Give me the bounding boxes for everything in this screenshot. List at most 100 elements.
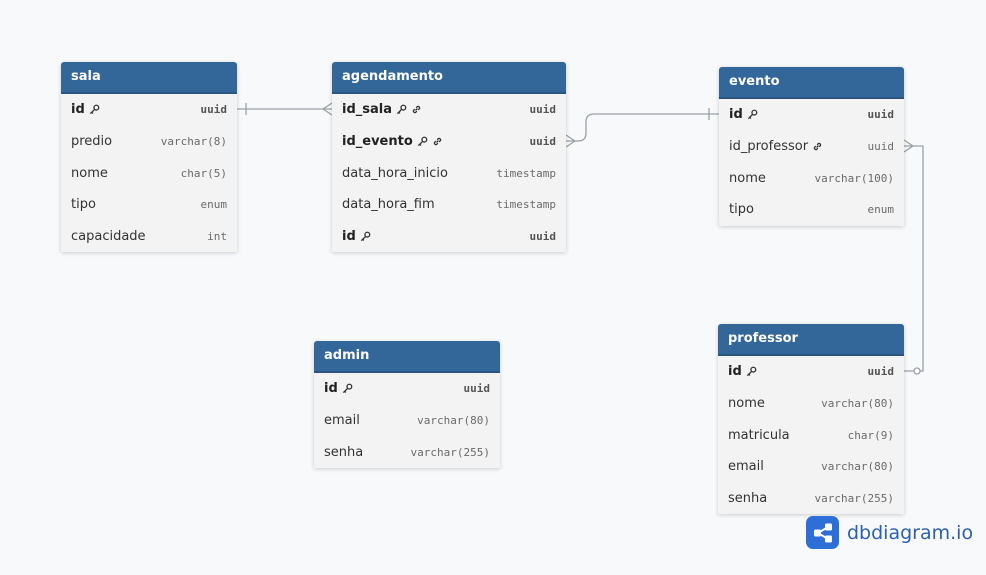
- link-icon: [411, 104, 422, 115]
- field-row[interactable]: id uuid: [61, 94, 237, 126]
- field-row[interactable]: predio varchar(8): [61, 126, 237, 158]
- field-type: timestamp: [496, 198, 556, 212]
- field-type: varchar(255): [814, 492, 894, 506]
- field-row[interactable]: id_professor uuid: [719, 131, 904, 163]
- field-type: varchar(80): [417, 414, 490, 428]
- field-row[interactable]: senha varchar(255): [314, 436, 500, 468]
- field-label: id: [342, 229, 356, 245]
- relation-agendamento-evento[interactable]: [565, 108, 719, 148]
- field-name: nome: [728, 396, 765, 412]
- field-name: nome: [729, 170, 766, 186]
- field-name: id: [71, 102, 201, 117]
- field-name: id_evento: [342, 134, 530, 149]
- field-name: email: [728, 459, 764, 475]
- table-agendamento[interactable]: agendamento id_sala uuid id_evento uuid …: [332, 62, 566, 253]
- key-icon: [747, 109, 758, 120]
- table-header[interactable]: professor: [718, 324, 904, 356]
- link-icon: [432, 136, 443, 147]
- field-row[interactable]: nome varchar(80): [718, 388, 904, 420]
- table-header[interactable]: admin: [314, 341, 500, 373]
- table-evento[interactable]: evento id uuid id_professor uuid nome va…: [719, 67, 904, 226]
- field-label: id: [728, 364, 742, 380]
- table-professor[interactable]: professor id uuid nome varchar(80) matri…: [718, 324, 904, 515]
- field-row[interactable]: capacidade int: [61, 221, 237, 253]
- field-name: capacidade: [71, 229, 146, 245]
- key-icon: [417, 136, 428, 147]
- field-row[interactable]: email varchar(80): [314, 405, 500, 437]
- brand-watermark[interactable]: dbdiagram.io: [806, 516, 973, 549]
- field-row[interactable]: senha varchar(255): [718, 483, 904, 515]
- table-header[interactable]: agendamento: [332, 62, 566, 94]
- field-name: email: [324, 413, 360, 429]
- brand-name: dbdiagram.io: [847, 521, 974, 544]
- field-row[interactable]: data_hora_inicio timestamp: [332, 157, 566, 189]
- field-name: id_professor: [729, 139, 868, 154]
- key-icon: [89, 104, 100, 115]
- field-type: varchar(255): [410, 445, 490, 459]
- field-name: nome: [71, 165, 108, 181]
- key-icon: [396, 104, 407, 115]
- key-icon: [360, 231, 371, 242]
- relation-evento-professor[interactable]: [903, 139, 924, 375]
- field-type: int: [207, 230, 227, 244]
- field-name: tipo: [71, 197, 96, 213]
- field-row[interactable]: data_hora_fim timestamp: [332, 189, 566, 221]
- field-type: uuid: [529, 135, 557, 149]
- field-type: varchar(80): [821, 460, 894, 474]
- field-type: uuid: [867, 140, 895, 154]
- field-row[interactable]: matricula char(9): [718, 419, 904, 451]
- field-name: id: [324, 381, 464, 396]
- field-row[interactable]: id_evento uuid: [332, 126, 566, 158]
- field-name: id_sala: [342, 102, 530, 117]
- field-row[interactable]: nome varchar(100): [719, 162, 904, 194]
- table-sala[interactable]: sala id uuid predio varchar(8) nome char…: [61, 62, 237, 253]
- field-row[interactable]: id uuid: [314, 373, 500, 405]
- field-row[interactable]: tipo enum: [719, 194, 904, 226]
- field-type: timestamp: [496, 166, 556, 180]
- field-label: id_sala: [342, 102, 393, 118]
- field-type: varchar(80): [821, 397, 894, 411]
- field-type: uuid: [529, 103, 557, 117]
- table-header[interactable]: evento: [719, 67, 904, 99]
- relation-sala-agendamento[interactable]: [237, 102, 333, 116]
- field-type: uuid: [463, 382, 491, 396]
- field-label: id: [729, 107, 743, 123]
- field-type: enum: [200, 198, 228, 212]
- field-name: tipo: [729, 202, 754, 218]
- table-admin[interactable]: admin id uuid email varchar(80) senha va…: [314, 341, 500, 469]
- field-type: char(5): [180, 166, 227, 180]
- field-row[interactable]: nome char(5): [61, 157, 237, 189]
- field-type: uuid: [200, 103, 228, 117]
- field-name: predio: [71, 134, 113, 150]
- field-name: senha: [728, 491, 768, 507]
- field-type: varchar(8): [160, 135, 227, 149]
- field-name: data_hora_fim: [342, 197, 435, 213]
- field-name: matricula: [728, 427, 790, 443]
- key-icon: [746, 366, 757, 377]
- field-type: uuid: [867, 365, 895, 379]
- field-label: id: [324, 381, 338, 397]
- share-nodes-icon: [806, 516, 839, 549]
- field-label: id: [71, 102, 85, 118]
- field-name: senha: [324, 444, 364, 460]
- field-name: id: [342, 229, 530, 244]
- field-name: id: [729, 107, 868, 122]
- table-header[interactable]: sala: [61, 62, 237, 94]
- field-row[interactable]: email varchar(80): [718, 451, 904, 483]
- field-name: id: [728, 364, 868, 379]
- field-type: enum: [867, 203, 895, 217]
- field-type: char(9): [847, 428, 894, 442]
- link-icon: [812, 141, 823, 152]
- field-label: id_professor: [729, 139, 809, 155]
- field-row[interactable]: id uuid: [719, 99, 904, 131]
- field-type: uuid: [867, 108, 895, 122]
- field-type: uuid: [529, 230, 557, 244]
- field-row[interactable]: id uuid: [718, 356, 904, 388]
- field-row[interactable]: id_sala uuid: [332, 94, 566, 126]
- field-name: data_hora_inicio: [342, 165, 448, 181]
- field-label: id_evento: [342, 134, 413, 150]
- field-row[interactable]: tipo enum: [61, 189, 237, 221]
- field-row[interactable]: id uuid: [332, 221, 566, 253]
- field-type: varchar(100): [814, 171, 894, 185]
